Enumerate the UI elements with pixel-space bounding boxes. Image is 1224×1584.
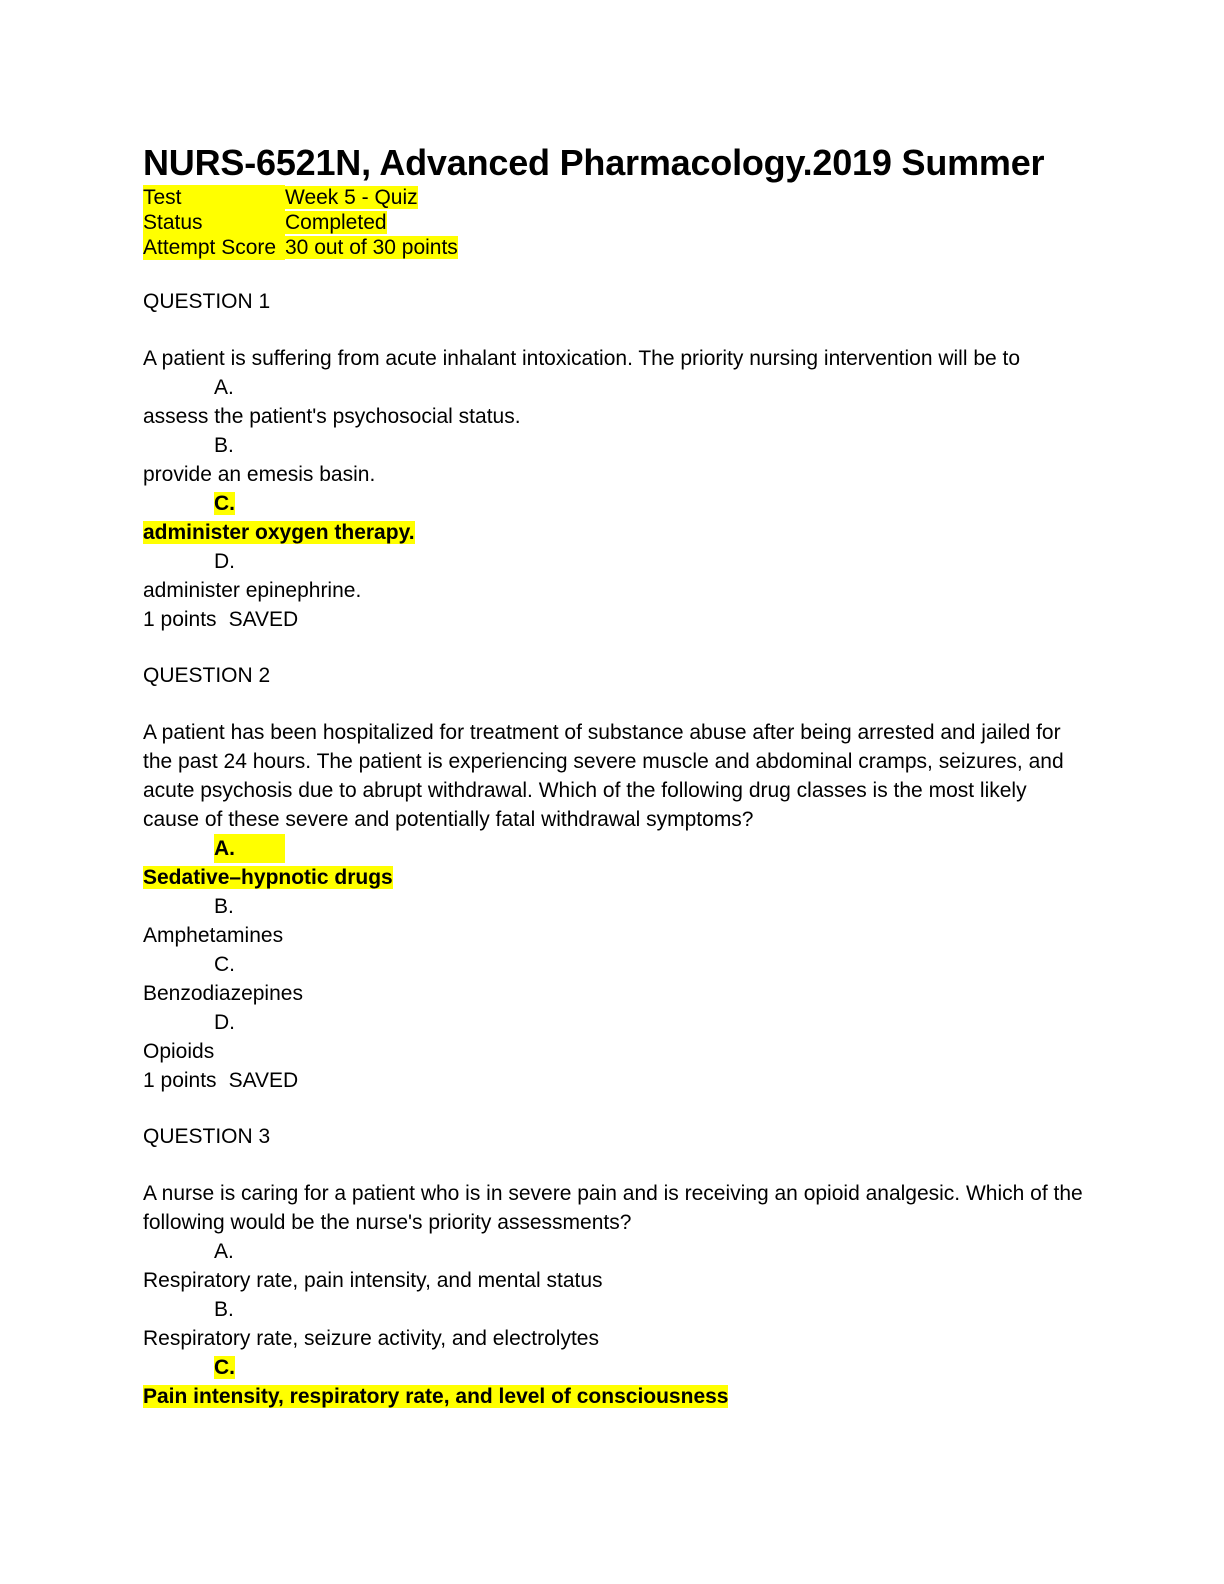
question-label: QUESTION 3 xyxy=(143,1125,271,1148)
option-text-correct: Pain intensity, respiratory rate, and le… xyxy=(143,1385,729,1408)
option-text: Respiratory rate, pain intensity, and me… xyxy=(143,1269,603,1292)
meta-value: Completed xyxy=(285,211,387,234)
points-value: 1 points xyxy=(143,608,217,631)
option-text-correct: Sedative–hypnotic drugs xyxy=(143,866,393,889)
saved-status: SAVED xyxy=(228,1069,299,1092)
document-title: NURS-6521N, Advanced Pharmacology.2019 S… xyxy=(143,142,1045,183)
points-line: 1 points SAVED xyxy=(143,1066,1083,1095)
option-text: Respiratory rate, seizure activity, and … xyxy=(143,1327,599,1350)
option-letter-correct: A. xyxy=(143,834,1083,863)
saved-status: SAVED xyxy=(228,608,299,631)
question-stem: A nurse is caring for a patient who is i… xyxy=(143,1182,1083,1234)
meta-key: Status xyxy=(143,210,285,235)
option-letter: D. xyxy=(214,550,235,573)
option-letter: B. xyxy=(214,1298,234,1321)
question-2: QUESTION 2 A patient has been hospitaliz… xyxy=(143,661,1083,1095)
question-3: QUESTION 3 A nurse is caring for a patie… xyxy=(143,1122,1083,1411)
option-letter: C. xyxy=(214,953,235,976)
meta-value: 30 out of 30 points xyxy=(285,236,458,259)
document-page: NURS-6521N, Advanced Pharmacology.2019 S… xyxy=(143,141,1083,1411)
points-value: 1 points xyxy=(143,1069,217,1092)
option-letter-correct: C. xyxy=(214,492,235,515)
option-letter: B. xyxy=(214,895,234,918)
meta-key: Attempt Score xyxy=(143,235,285,260)
option-text: Amphetamines xyxy=(143,924,284,947)
option-text: Benzodiazepines xyxy=(143,982,303,1005)
question-1: QUESTION 1 A patient is suffering from a… xyxy=(143,287,1083,634)
option-letter: D. xyxy=(214,1011,235,1034)
option-letter: B. xyxy=(214,434,234,457)
option-text: administer epinephrine. xyxy=(143,579,362,602)
option-letter: A. xyxy=(214,376,234,399)
question-label: QUESTION 1 xyxy=(143,290,271,313)
option-letter-correct: C. xyxy=(214,1356,235,1379)
question-label: QUESTION 2 xyxy=(143,664,271,687)
option-text: provide an emesis basin. xyxy=(143,463,376,486)
question-stem: A patient is suffering from acute inhala… xyxy=(143,347,1021,370)
points-line: 1 points SAVED xyxy=(143,605,1083,634)
meta-key: Test xyxy=(143,185,285,210)
option-text: assess the patient's psychosocial status… xyxy=(143,405,521,428)
option-text-correct: administer oxygen therapy. xyxy=(143,521,415,544)
meta-value: Week 5 - Quiz xyxy=(285,186,418,209)
question-stem: A patient has been hospitalized for trea… xyxy=(143,721,1064,831)
option-letter: A. xyxy=(214,1240,234,1263)
option-text: Opioids xyxy=(143,1040,215,1063)
